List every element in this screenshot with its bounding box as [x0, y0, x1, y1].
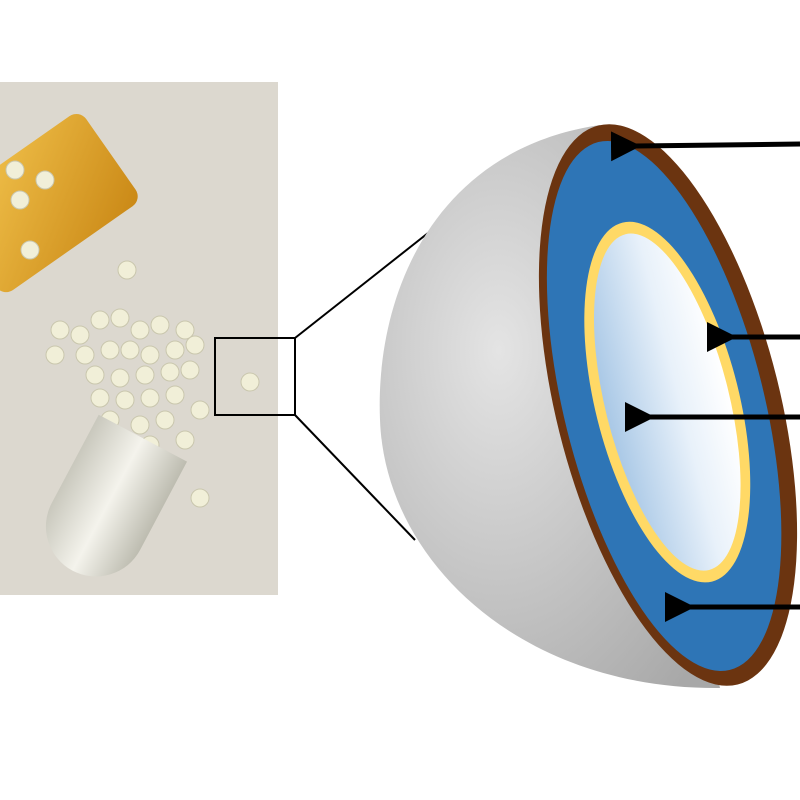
bead: [130, 415, 150, 435]
bead: [180, 360, 200, 380]
bead: [140, 388, 160, 408]
bead: [75, 345, 95, 365]
bead: [185, 335, 205, 355]
bead: [155, 410, 175, 430]
bead: [150, 315, 170, 335]
bead: [110, 308, 130, 328]
bead: [20, 240, 40, 260]
bead: [45, 345, 65, 365]
capsule-tube: [0, 113, 138, 293]
bead: [135, 365, 155, 385]
bead: [130, 320, 150, 340]
bead: [190, 400, 210, 420]
bead: [175, 320, 195, 340]
capsule-photo: [0, 82, 296, 595]
bead: [120, 340, 140, 360]
bead: [115, 390, 135, 410]
bead: [240, 372, 260, 392]
bead: [140, 345, 160, 365]
bead: [35, 170, 55, 190]
bead: [100, 340, 120, 360]
bead: [90, 388, 110, 408]
bead: [160, 362, 180, 382]
bead: [175, 430, 195, 450]
bead: [165, 385, 185, 405]
bead-cluster: [5, 160, 260, 508]
bead: [190, 488, 210, 508]
bead: [90, 310, 110, 330]
bead: [117, 260, 137, 280]
arrow-outer-layer: [610, 131, 800, 162]
bead: [165, 340, 185, 360]
bead: [10, 190, 30, 210]
zoom-line-bottom: [294, 414, 416, 541]
bead: [85, 365, 105, 385]
zoom-line-top: [294, 221, 443, 339]
layer-arrows: [610, 131, 800, 622]
core: [593, 233, 741, 571]
bead: [70, 325, 90, 345]
zoom-box: [214, 337, 296, 416]
bead: [110, 368, 130, 388]
bead-cross-section: [379, 124, 798, 689]
bead: [50, 320, 70, 340]
capsule-cap: [45, 414, 188, 577]
bead: [5, 160, 25, 180]
